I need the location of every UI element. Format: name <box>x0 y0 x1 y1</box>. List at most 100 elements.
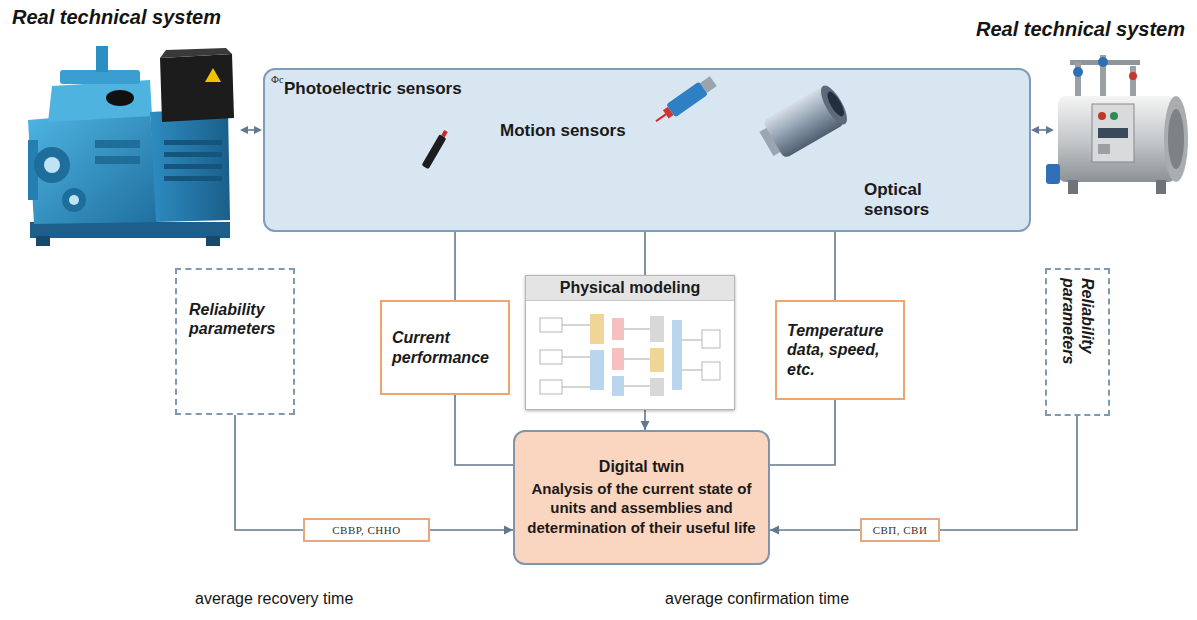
metric-note: average recovery time <box>195 590 353 608</box>
photoelectric-sensor-icon <box>663 107 674 119</box>
optical-sensor-icon <box>816 82 852 128</box>
optical-sensor-icon <box>824 89 847 118</box>
connector-line <box>235 415 303 530</box>
data-box: Current performance <box>380 300 510 395</box>
model-schematic <box>562 387 590 388</box>
boiler-illustration <box>1164 96 1188 182</box>
boiler-illustration <box>1168 109 1184 169</box>
boiler-link-arrow <box>1035 129 1050 131</box>
model-schematic <box>624 386 650 387</box>
connector <box>835 232 836 300</box>
data-box: Temperature data, speed, etc. <box>775 300 905 400</box>
model-schematic <box>562 325 590 326</box>
box-label: Current performance <box>392 328 498 366</box>
system-heading: Real technical system <box>976 18 1185 41</box>
boiler-illustration <box>1110 112 1118 120</box>
connector <box>641 410 650 430</box>
model-schematic <box>590 350 604 390</box>
model-schematic <box>612 318 624 340</box>
generator-illustration <box>28 140 38 200</box>
generator-link-arrow <box>244 129 258 131</box>
generator-illustration <box>96 46 108 72</box>
boiler-illustration <box>1098 112 1106 120</box>
reliability-box: Reliability parameters <box>175 268 295 415</box>
optical-sensor-icon <box>755 82 851 163</box>
boiler-link-arrow <box>1031 126 1039 134</box>
connector-line <box>770 529 860 531</box>
model-schematic <box>682 370 702 371</box>
system-heading: Real technical system <box>12 6 221 29</box>
photoelectric-sensor-icon <box>700 76 717 93</box>
connector <box>770 400 835 465</box>
optical-sensor-icon <box>759 127 782 156</box>
generator-illustration <box>44 157 60 173</box>
panel-tag: Фс <box>271 74 283 85</box>
generator-illustration <box>160 48 232 58</box>
generator-illustration <box>205 68 221 82</box>
model-schematic <box>702 330 720 348</box>
motion-sensor-icon <box>422 129 450 169</box>
generator-illustration <box>160 54 234 122</box>
model-schematic <box>540 380 562 394</box>
connector-line <box>455 395 513 465</box>
generator-link-arrow <box>254 126 262 134</box>
generator-illustration <box>164 176 222 181</box>
boiler-illustration <box>1129 72 1137 80</box>
boiler-illustration <box>1046 164 1060 184</box>
box-label: Reliability parameters <box>1058 278 1096 406</box>
twin-body: Analysis of the current state of units a… <box>527 479 756 538</box>
connector <box>455 395 513 465</box>
metric-code: СВВР, СННО <box>332 524 400 536</box>
reliability-box: Reliability parameters <box>1045 268 1110 416</box>
connector <box>455 232 456 300</box>
generator-link-arrow <box>240 126 248 134</box>
box-label: Temperature data, speed, etc. <box>787 321 893 379</box>
generator-illustration <box>164 164 222 169</box>
metric-box: СВВР, СННО <box>303 518 430 542</box>
boiler-illustration <box>1100 55 1106 96</box>
arrow-head <box>641 421 650 430</box>
connector <box>645 232 646 275</box>
generator-illustration <box>164 140 222 145</box>
model-schematic <box>624 359 650 360</box>
generator-illustration <box>106 90 134 106</box>
boiler-illustration <box>1046 55 1188 194</box>
boiler-illustration <box>1068 180 1078 194</box>
generator-illustration <box>95 156 140 164</box>
generator-link-arrow <box>240 126 262 134</box>
arrow-head <box>504 526 513 535</box>
connector-line <box>834 232 836 300</box>
boiler-illustration <box>1070 60 1140 65</box>
connector-line <box>770 400 835 465</box>
connector-line <box>644 232 646 275</box>
generator-illustration <box>69 195 79 205</box>
boiler-illustration <box>1130 66 1136 96</box>
model-schematic <box>702 362 720 380</box>
photoelectric-sensor-icon <box>666 81 708 117</box>
connector-line <box>940 416 1077 530</box>
generator-illustration <box>28 110 158 224</box>
model-schematic <box>650 348 664 372</box>
model-schematic <box>612 376 624 396</box>
boiler-illustration <box>1098 57 1108 67</box>
generator-illustration <box>206 236 220 246</box>
model-schematic <box>590 314 604 344</box>
twin-box: Digital twinAnalysis of the current stat… <box>513 430 770 565</box>
connector <box>235 415 303 530</box>
metric-box: СВП, СВИ <box>860 518 940 542</box>
generator-illustration <box>60 70 140 84</box>
model-schematic <box>650 378 664 396</box>
metric-note: average confirmation time <box>665 590 849 608</box>
model-heading: Physical modeling <box>526 276 734 301</box>
motion-sensor-icon <box>422 134 447 169</box>
model-schematic <box>682 340 702 341</box>
model-schematic <box>562 357 590 358</box>
connector-line <box>454 232 456 300</box>
generator-illustration <box>48 80 152 122</box>
box-label: Reliability parameters <box>189 300 281 338</box>
sensor-name: Photoelectric sensors <box>284 79 462 99</box>
motion-sensor-icon <box>441 130 447 137</box>
model-schematic <box>624 329 650 330</box>
generator-illustration <box>36 236 50 246</box>
boiler-illustration <box>1098 144 1110 154</box>
